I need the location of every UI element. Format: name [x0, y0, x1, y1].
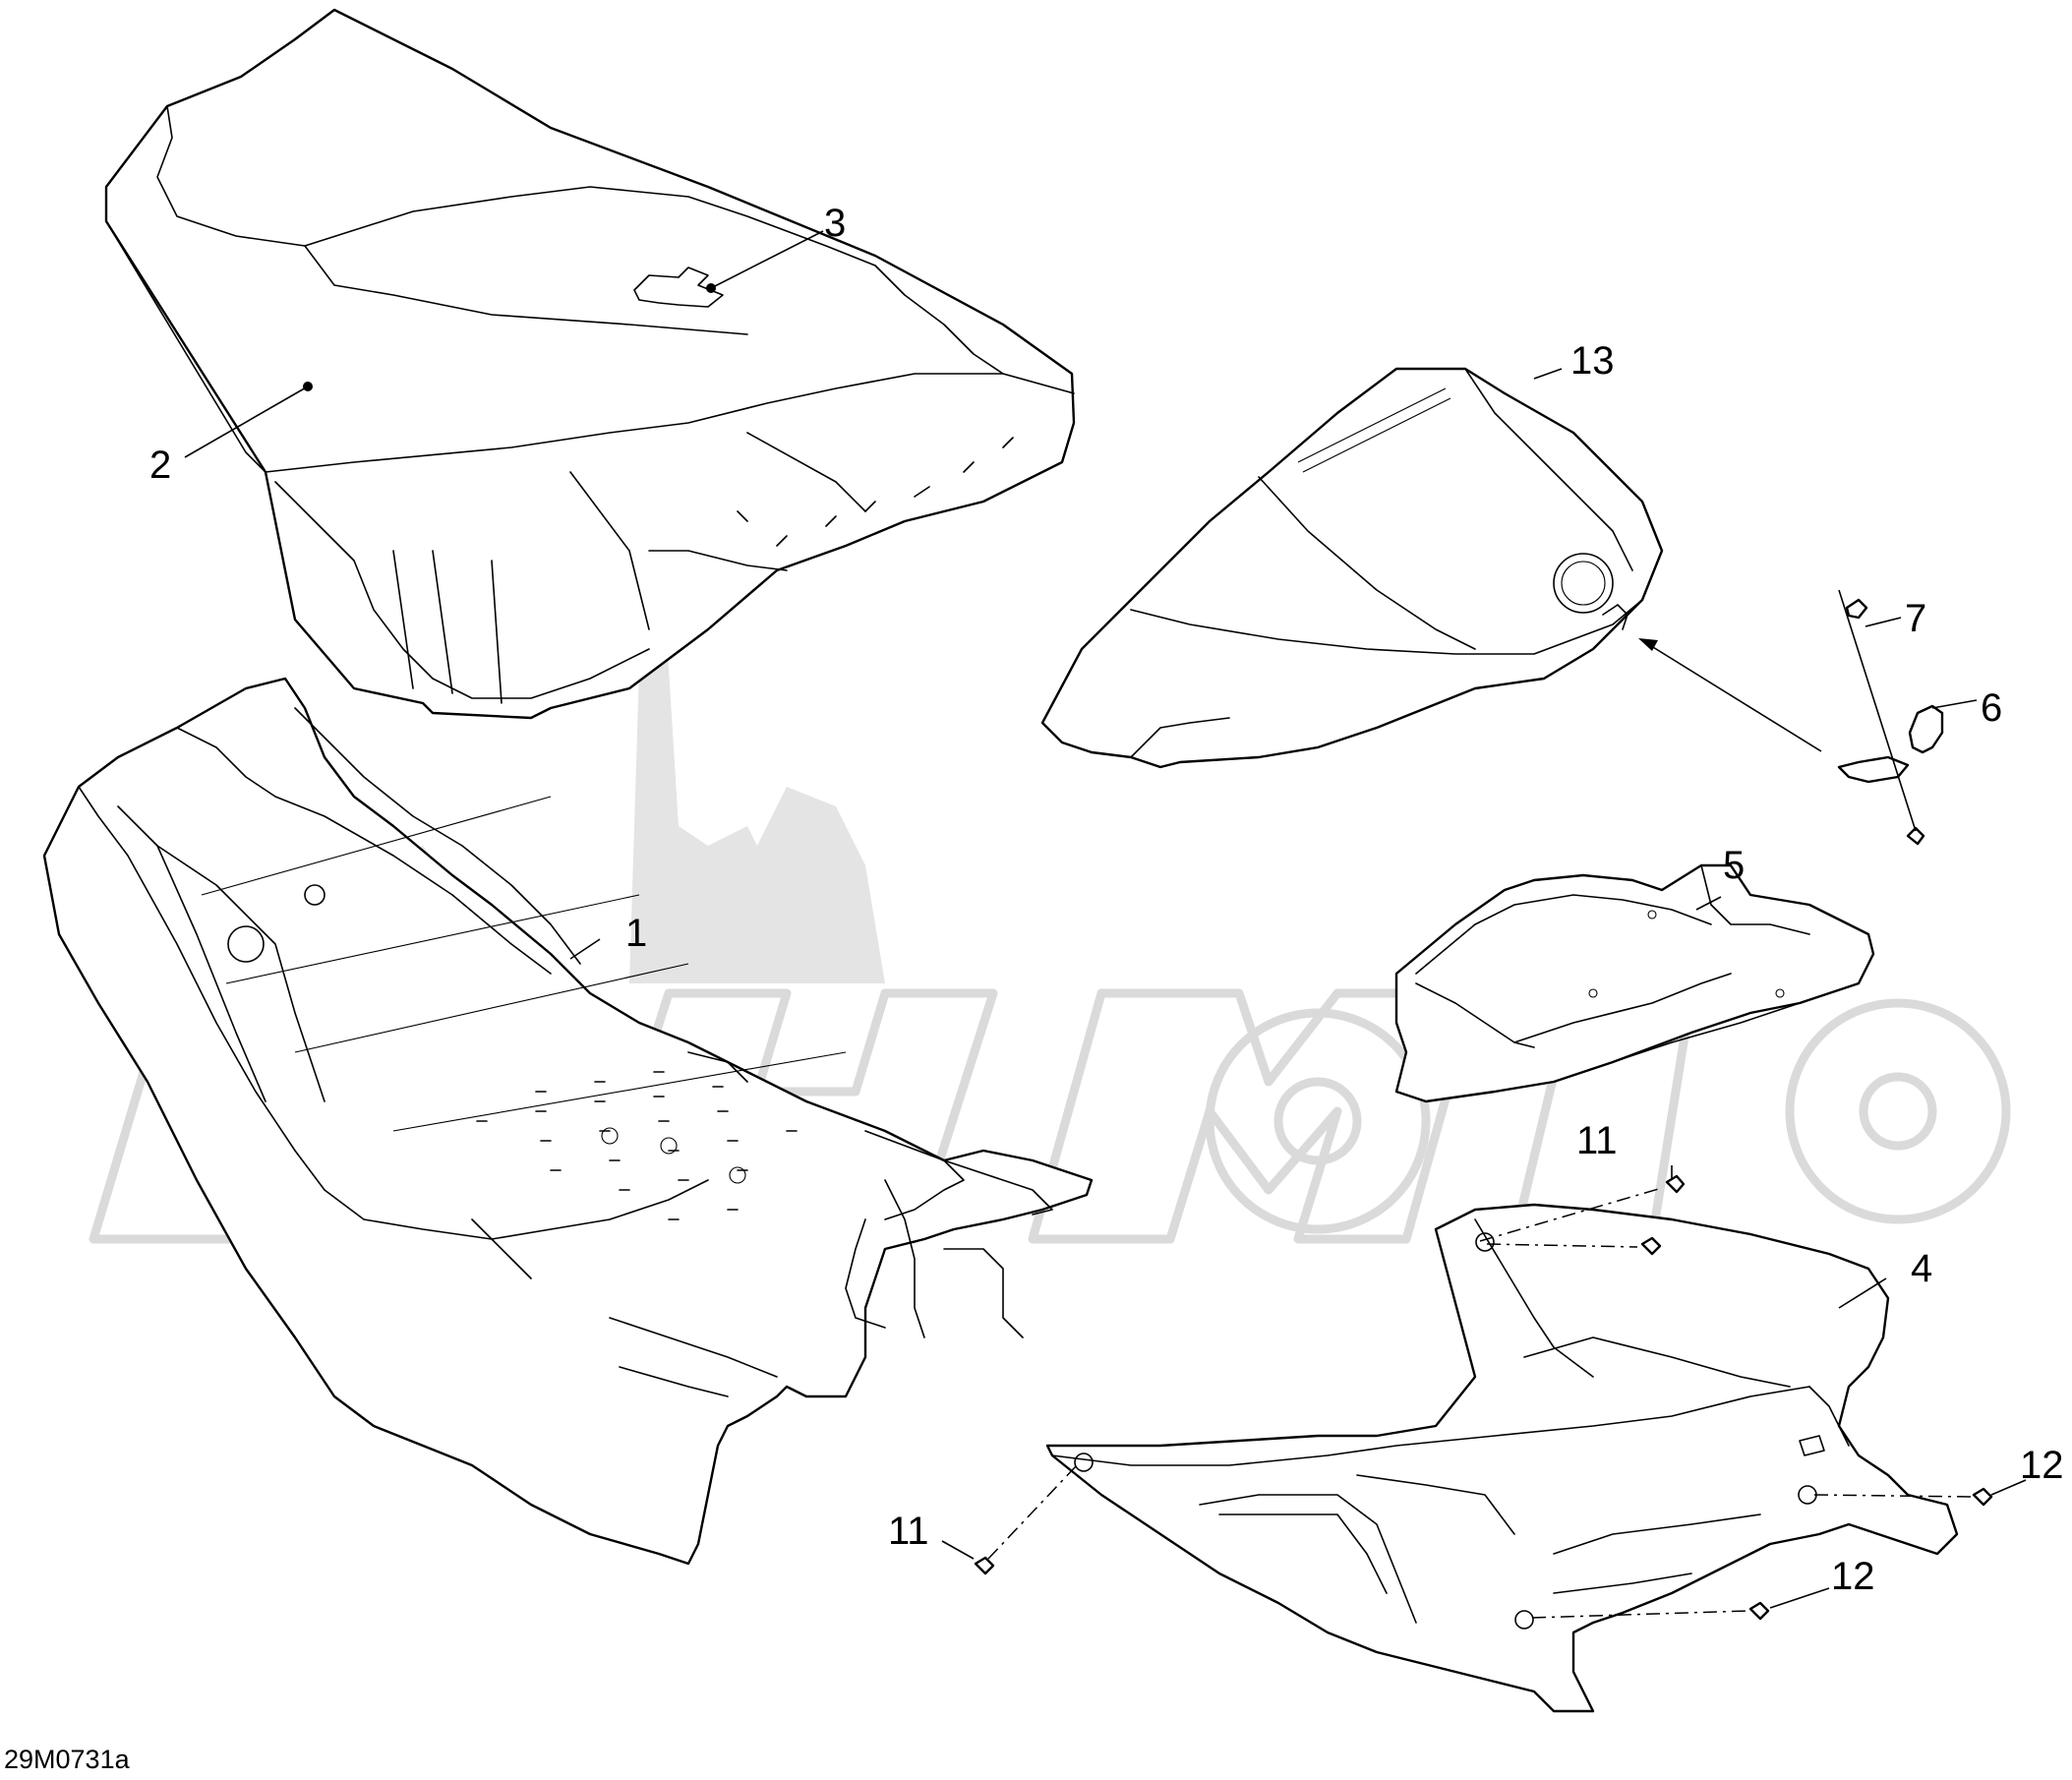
parts-11-12-bolts — [974, 1174, 1993, 1621]
part-1-tray — [42, 677, 1094, 1566]
callout-7: 7 — [1905, 597, 1926, 640]
callout-6: 6 — [1981, 686, 2002, 730]
callout-5: 5 — [1723, 844, 1745, 887]
callout-13: 13 — [1570, 339, 1615, 383]
part-5-storage-tray — [1394, 863, 1875, 1103]
callout-labels: 1 2 3 4 5 6 7 11 11 12 12 13 — [149, 202, 2064, 1598]
callout-1: 1 — [625, 912, 647, 955]
parts-6-7-fasteners — [1837, 589, 1944, 846]
callout-3: 3 — [824, 202, 846, 245]
part-13-rear-cover — [1040, 367, 1664, 769]
callout-4: 4 — [1911, 1247, 1932, 1290]
callout-11-upper: 11 — [1576, 1119, 1618, 1162]
callout-12-lower: 12 — [1831, 1555, 1875, 1598]
callout-12-upper: 12 — [2020, 1444, 2064, 1487]
part-4-side-panel — [1045, 1203, 1959, 1713]
callout-2: 2 — [149, 444, 171, 487]
callout-11-lower: 11 — [888, 1510, 929, 1553]
part-2-seat — [104, 8, 1076, 720]
leader-lines — [184, 230, 2027, 1619]
diagram-reference-code: 29M0731a — [4, 1745, 131, 1774]
